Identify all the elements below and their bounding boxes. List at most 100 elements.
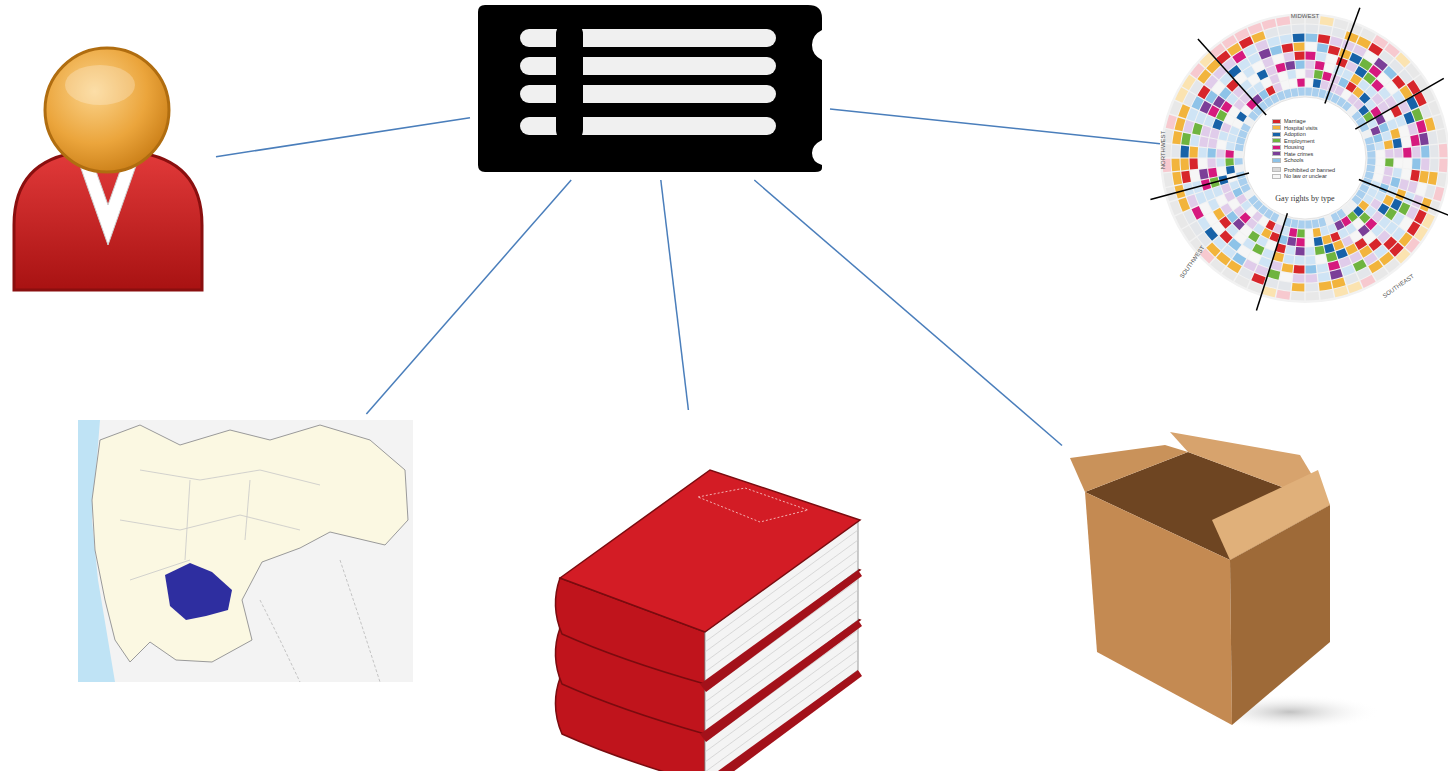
chart-cell — [1270, 45, 1282, 55]
chart-cell — [1305, 247, 1314, 255]
chart-cell — [1306, 265, 1317, 274]
chart-cell — [1235, 151, 1243, 158]
chart-cell — [1238, 178, 1248, 187]
chart-cell — [1210, 128, 1220, 139]
chart-cell — [1416, 183, 1427, 196]
chart-cell — [1376, 158, 1384, 166]
chart-cell — [1283, 254, 1294, 263]
map-highlight — [165, 563, 232, 620]
chart-cell — [1425, 185, 1436, 199]
legend-text: Housing — [1284, 144, 1304, 150]
chart-cell — [1405, 63, 1419, 78]
chart-cell — [1428, 101, 1440, 116]
chart-cell — [1382, 175, 1392, 185]
connector-line — [366, 180, 571, 414]
chart-cell — [1230, 180, 1240, 190]
chart-center — [1244, 97, 1366, 219]
chart-cell — [1320, 16, 1334, 26]
chart-cell — [1278, 72, 1288, 82]
chart-cell — [1330, 269, 1343, 280]
chart-cell — [1305, 79, 1313, 87]
chart-cell — [1297, 79, 1305, 87]
chart-cell — [1276, 16, 1290, 26]
legend-swatch — [1272, 125, 1281, 130]
chart-cell — [1210, 258, 1225, 272]
chart-cell — [1284, 89, 1292, 98]
chart-cell — [1399, 126, 1409, 137]
chart-cell — [1384, 167, 1393, 176]
legend-text: Hospital visits — [1284, 125, 1318, 131]
radial-chart — [1150, 8, 1448, 311]
chart-cell — [1190, 135, 1200, 147]
chart-cell — [1410, 170, 1420, 182]
chart-cell — [1182, 226, 1196, 241]
chart-cell — [1385, 43, 1400, 57]
legend-row: Schools — [1272, 157, 1335, 164]
person-highlight — [65, 65, 135, 105]
legend-swatch — [1272, 119, 1281, 124]
chart-cell — [1294, 43, 1305, 52]
chart-cell — [1291, 219, 1298, 228]
chart-cell — [1172, 145, 1181, 158]
region-divider — [1355, 78, 1443, 129]
chart-cell — [1362, 130, 1372, 139]
chart-cell — [1395, 53, 1410, 68]
chart-cell — [1234, 275, 1249, 288]
region-divider — [1150, 173, 1249, 199]
chart-cell — [1212, 186, 1223, 197]
chart-cell — [1212, 119, 1223, 130]
chart-cell — [1285, 61, 1295, 70]
chart-cell — [1190, 63, 1204, 78]
chart-cell — [1394, 158, 1402, 167]
chart-cell — [1412, 147, 1421, 158]
chart-cell — [1347, 281, 1362, 293]
chart-cell — [1332, 278, 1346, 289]
chart-cell — [1325, 215, 1334, 225]
chart-cell — [1319, 281, 1332, 291]
hub-spine — [556, 22, 583, 142]
chart-cell — [1407, 181, 1417, 193]
chart-cell — [1217, 158, 1225, 166]
book-cover — [560, 470, 860, 632]
chart-cell — [1235, 165, 1244, 172]
hub-icon — [478, 5, 822, 172]
chart-cell — [1292, 283, 1305, 292]
connector-line — [661, 180, 689, 410]
legend-text: Hate crimes — [1284, 151, 1313, 157]
chart-cell — [1385, 158, 1393, 166]
region-label: SOUTHWEST — [1179, 245, 1206, 280]
region-divider — [1359, 179, 1448, 217]
chart-cell — [1313, 228, 1321, 237]
legend-swatch — [1272, 158, 1281, 163]
chart-cell — [1219, 131, 1229, 141]
legend-swatch — [1272, 167, 1281, 172]
chart-cell — [1183, 120, 1194, 133]
chart-cell — [1324, 243, 1335, 253]
chart-cell — [1305, 238, 1313, 246]
chart-cell — [1208, 168, 1217, 178]
chart-cell — [1315, 61, 1325, 70]
chart-cell — [1172, 131, 1182, 144]
chart-cell — [1421, 146, 1430, 158]
chart-cell — [1305, 220, 1312, 228]
chart-cell — [1320, 80, 1329, 90]
chart-cell — [1439, 159, 1448, 173]
chart-cell — [1367, 151, 1375, 158]
region-divider — [1325, 8, 1360, 104]
chart-cell — [1201, 126, 1211, 137]
chart-cell — [1170, 200, 1182, 215]
chart-cell — [1347, 23, 1362, 35]
chart-cell — [1401, 136, 1410, 147]
chart-cell — [1322, 72, 1332, 82]
chart-cell — [1407, 123, 1417, 135]
chart-cell — [1326, 54, 1337, 64]
chart-cell — [1316, 52, 1327, 61]
chart-cell — [1296, 70, 1304, 78]
legend-text: Adoption — [1284, 131, 1306, 137]
legend-row: Employment — [1272, 138, 1335, 145]
chart-cell — [1190, 147, 1199, 158]
chart-cell — [1403, 158, 1411, 168]
chart-cell — [1278, 25, 1291, 35]
chart-cell — [1312, 219, 1319, 228]
chart-cell — [1181, 171, 1191, 184]
